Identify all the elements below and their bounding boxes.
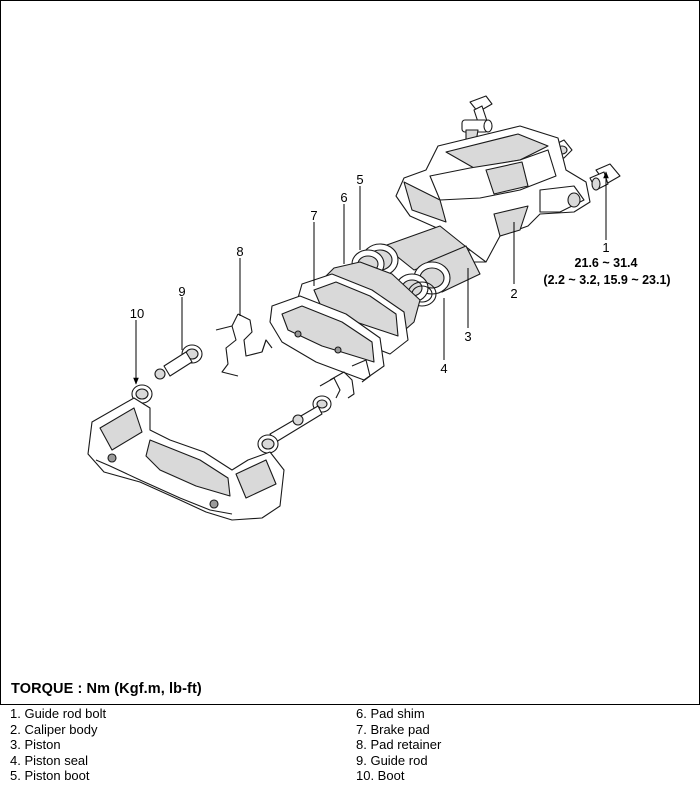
legend-item: 9. Guide rod xyxy=(356,752,428,768)
legend-item: 10. Boot xyxy=(356,768,405,784)
pad-retainer xyxy=(215,313,273,377)
callout-9: 9 xyxy=(178,284,185,299)
legend-item: 3. Piston xyxy=(10,737,61,753)
callout-7: 7 xyxy=(310,208,317,223)
callout-5: 5 xyxy=(356,172,363,187)
legend-item: 5. Piston boot xyxy=(10,768,90,784)
torque-units-title: TORQUE : Nm (Kgf.m, lb-ft) xyxy=(11,681,202,697)
caliper-bracket xyxy=(87,397,285,521)
torque-spec-line2: (2.2 ~ 3.2, 15.9 ~ 23.1) xyxy=(543,273,670,287)
legend-item: 1. Guide rod bolt xyxy=(10,706,107,721)
callout-10: 10 xyxy=(130,306,144,321)
callout-6: 6 xyxy=(340,190,347,205)
legend-column-left: 1. Guide rod bolt 2. Caliper body 3. Pis… xyxy=(10,706,106,784)
exploded-caliper-diagram: 1 21.6 ~ 31.4 (2.2 ~ 3.2, 15.9 ~ 23.1) 2… xyxy=(87,95,671,521)
callout-8: 8 xyxy=(236,244,243,259)
legend-column-right: 6. Pad shim 7. Brake pad 8. Pad retainer… xyxy=(356,706,441,784)
boot xyxy=(131,384,279,454)
legend-item: 6. Pad shim xyxy=(356,706,425,721)
callout-3: 3 xyxy=(464,329,471,344)
guide-rod-lower xyxy=(269,395,332,443)
caliper-body xyxy=(395,125,591,263)
legend-item: 8. Pad retainer xyxy=(356,737,442,753)
pad-retainer-right xyxy=(319,359,371,399)
legend-item: 4. Piston seal xyxy=(10,752,89,768)
callout-2: 2 xyxy=(510,286,517,301)
legend-item: 2. Caliper body xyxy=(10,721,98,737)
guide-rod-bolt xyxy=(589,163,621,191)
callout-4: 4 xyxy=(440,361,447,376)
torque-spec-line1: 21.6 ~ 31.4 xyxy=(575,256,638,270)
brake-pad-outer xyxy=(269,295,385,381)
guide-rod-upper xyxy=(154,344,203,380)
callout-1: 1 xyxy=(602,240,609,255)
legend-item: 7. Brake pad xyxy=(356,721,430,737)
leader-lines xyxy=(133,171,609,385)
